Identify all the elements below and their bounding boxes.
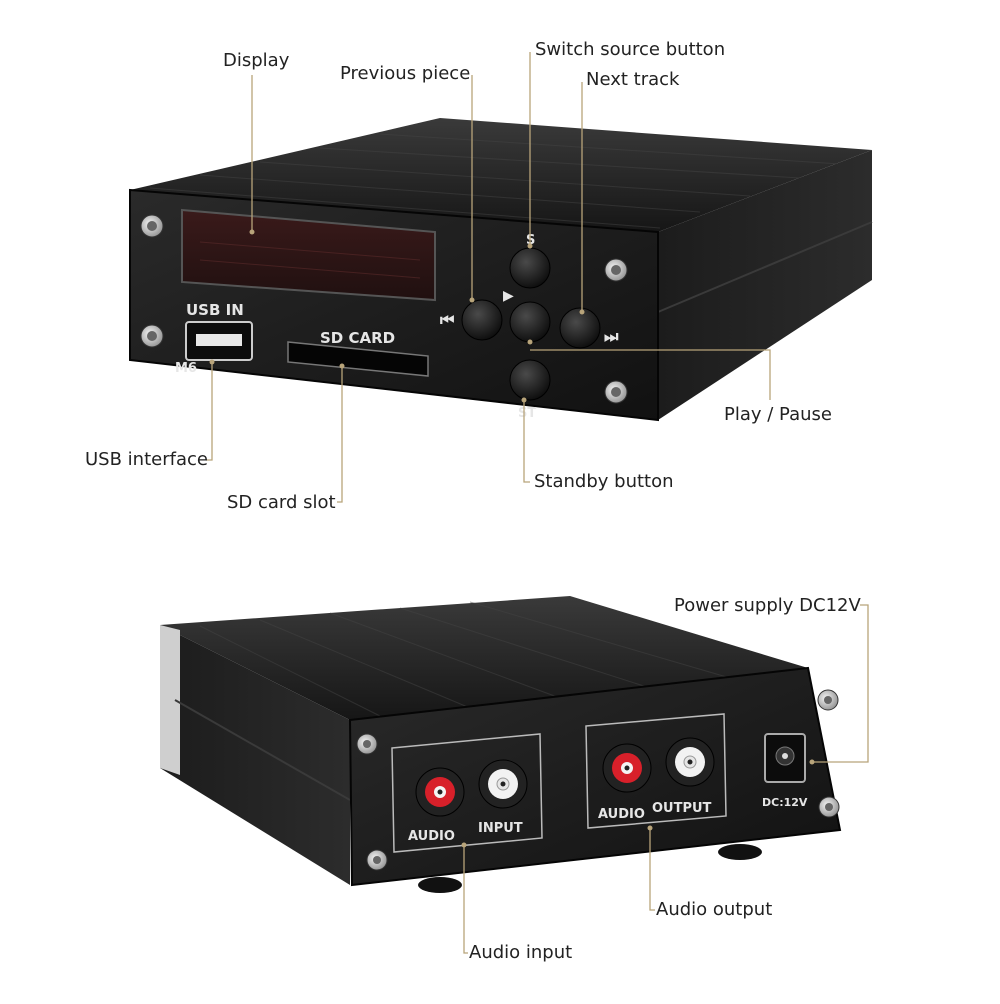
output-silkscreen-right: OUTPUT	[652, 801, 712, 816]
callout-standby-button: Standby button	[534, 471, 674, 492]
next-button[interactable]	[559, 307, 601, 349]
screw-icon	[140, 214, 164, 238]
callout-audio-input: Audio input	[469, 942, 573, 963]
leader-usb	[206, 362, 213, 461]
input-silkscreen-right: INPUT	[478, 821, 523, 836]
screw-icon	[366, 849, 388, 871]
leader-audio-input	[463, 845, 468, 954]
play-icon: ▶	[503, 288, 514, 304]
sd-silkscreen: SD CARD	[320, 329, 395, 347]
screw-icon	[818, 796, 840, 818]
front-unit-side	[658, 150, 872, 420]
back-unit: AUDIO INPUT AUDIO OUTPUT DC:12V	[160, 596, 842, 893]
rca-output-right-jack	[665, 737, 715, 787]
usb-silkscreen: USB IN	[186, 301, 244, 319]
play-pause-button[interactable]	[509, 301, 551, 343]
audio-input-panel	[391, 733, 543, 853]
source-button[interactable]	[509, 247, 551, 289]
callout-previous-piece: Previous piece	[340, 63, 471, 84]
callout-switch-source: Switch source button	[535, 39, 726, 60]
standby-button[interactable]	[509, 359, 551, 401]
back-unit-top	[160, 596, 808, 720]
rca-input-left-jack	[415, 767, 465, 817]
callout-next-track: Next track	[586, 69, 680, 90]
rca-output-left-jack	[602, 743, 652, 793]
leader-sd	[337, 366, 343, 503]
dc-silkscreen: DC:12V	[762, 796, 808, 809]
callout-power-supply: Power supply DC12V	[674, 595, 861, 616]
input-silkscreen-left: AUDIO	[408, 829, 455, 844]
rca-input-right-jack	[478, 759, 528, 809]
screw-icon	[356, 733, 378, 755]
screw-icon	[140, 324, 164, 348]
source-button-mark: S	[526, 233, 535, 248]
audio-output-panel	[585, 713, 727, 829]
leader-lines	[206, 52, 869, 954]
leader-play-pause	[530, 349, 771, 400]
callout-play-pause: Play / Pause	[724, 404, 832, 425]
front-unit-top	[130, 118, 872, 232]
callout-usb-interface: USB interface	[85, 449, 208, 470]
front-unit: USB IN M6 SD CARD S ▶ ⏮ ⏭ S	[129, 118, 873, 422]
display-window	[181, 208, 436, 302]
sd-card-slot-opening	[287, 341, 429, 377]
leader-power	[812, 604, 869, 763]
back-panel-face	[348, 666, 842, 887]
next-icon: ⏭	[604, 327, 619, 346]
previous-button[interactable]	[461, 299, 503, 341]
callout-sd-card-slot: SD card slot	[227, 492, 336, 513]
back-unit-side	[160, 625, 350, 885]
leader-audio-output	[649, 828, 655, 911]
callout-display: Display	[223, 50, 290, 71]
callout-audio-output: Audio output	[656, 899, 773, 920]
screw-icon	[604, 258, 628, 282]
standby-button-mark: ST	[518, 406, 536, 421]
previous-icon: ⏮	[440, 310, 454, 329]
output-silkscreen-left: AUDIO	[598, 807, 645, 822]
model-silkscreen: M6	[175, 361, 197, 376]
leader-dots	[209, 229, 815, 848]
screw-icon	[604, 380, 628, 404]
leader-standby	[523, 400, 530, 483]
screw-icon	[817, 689, 839, 711]
